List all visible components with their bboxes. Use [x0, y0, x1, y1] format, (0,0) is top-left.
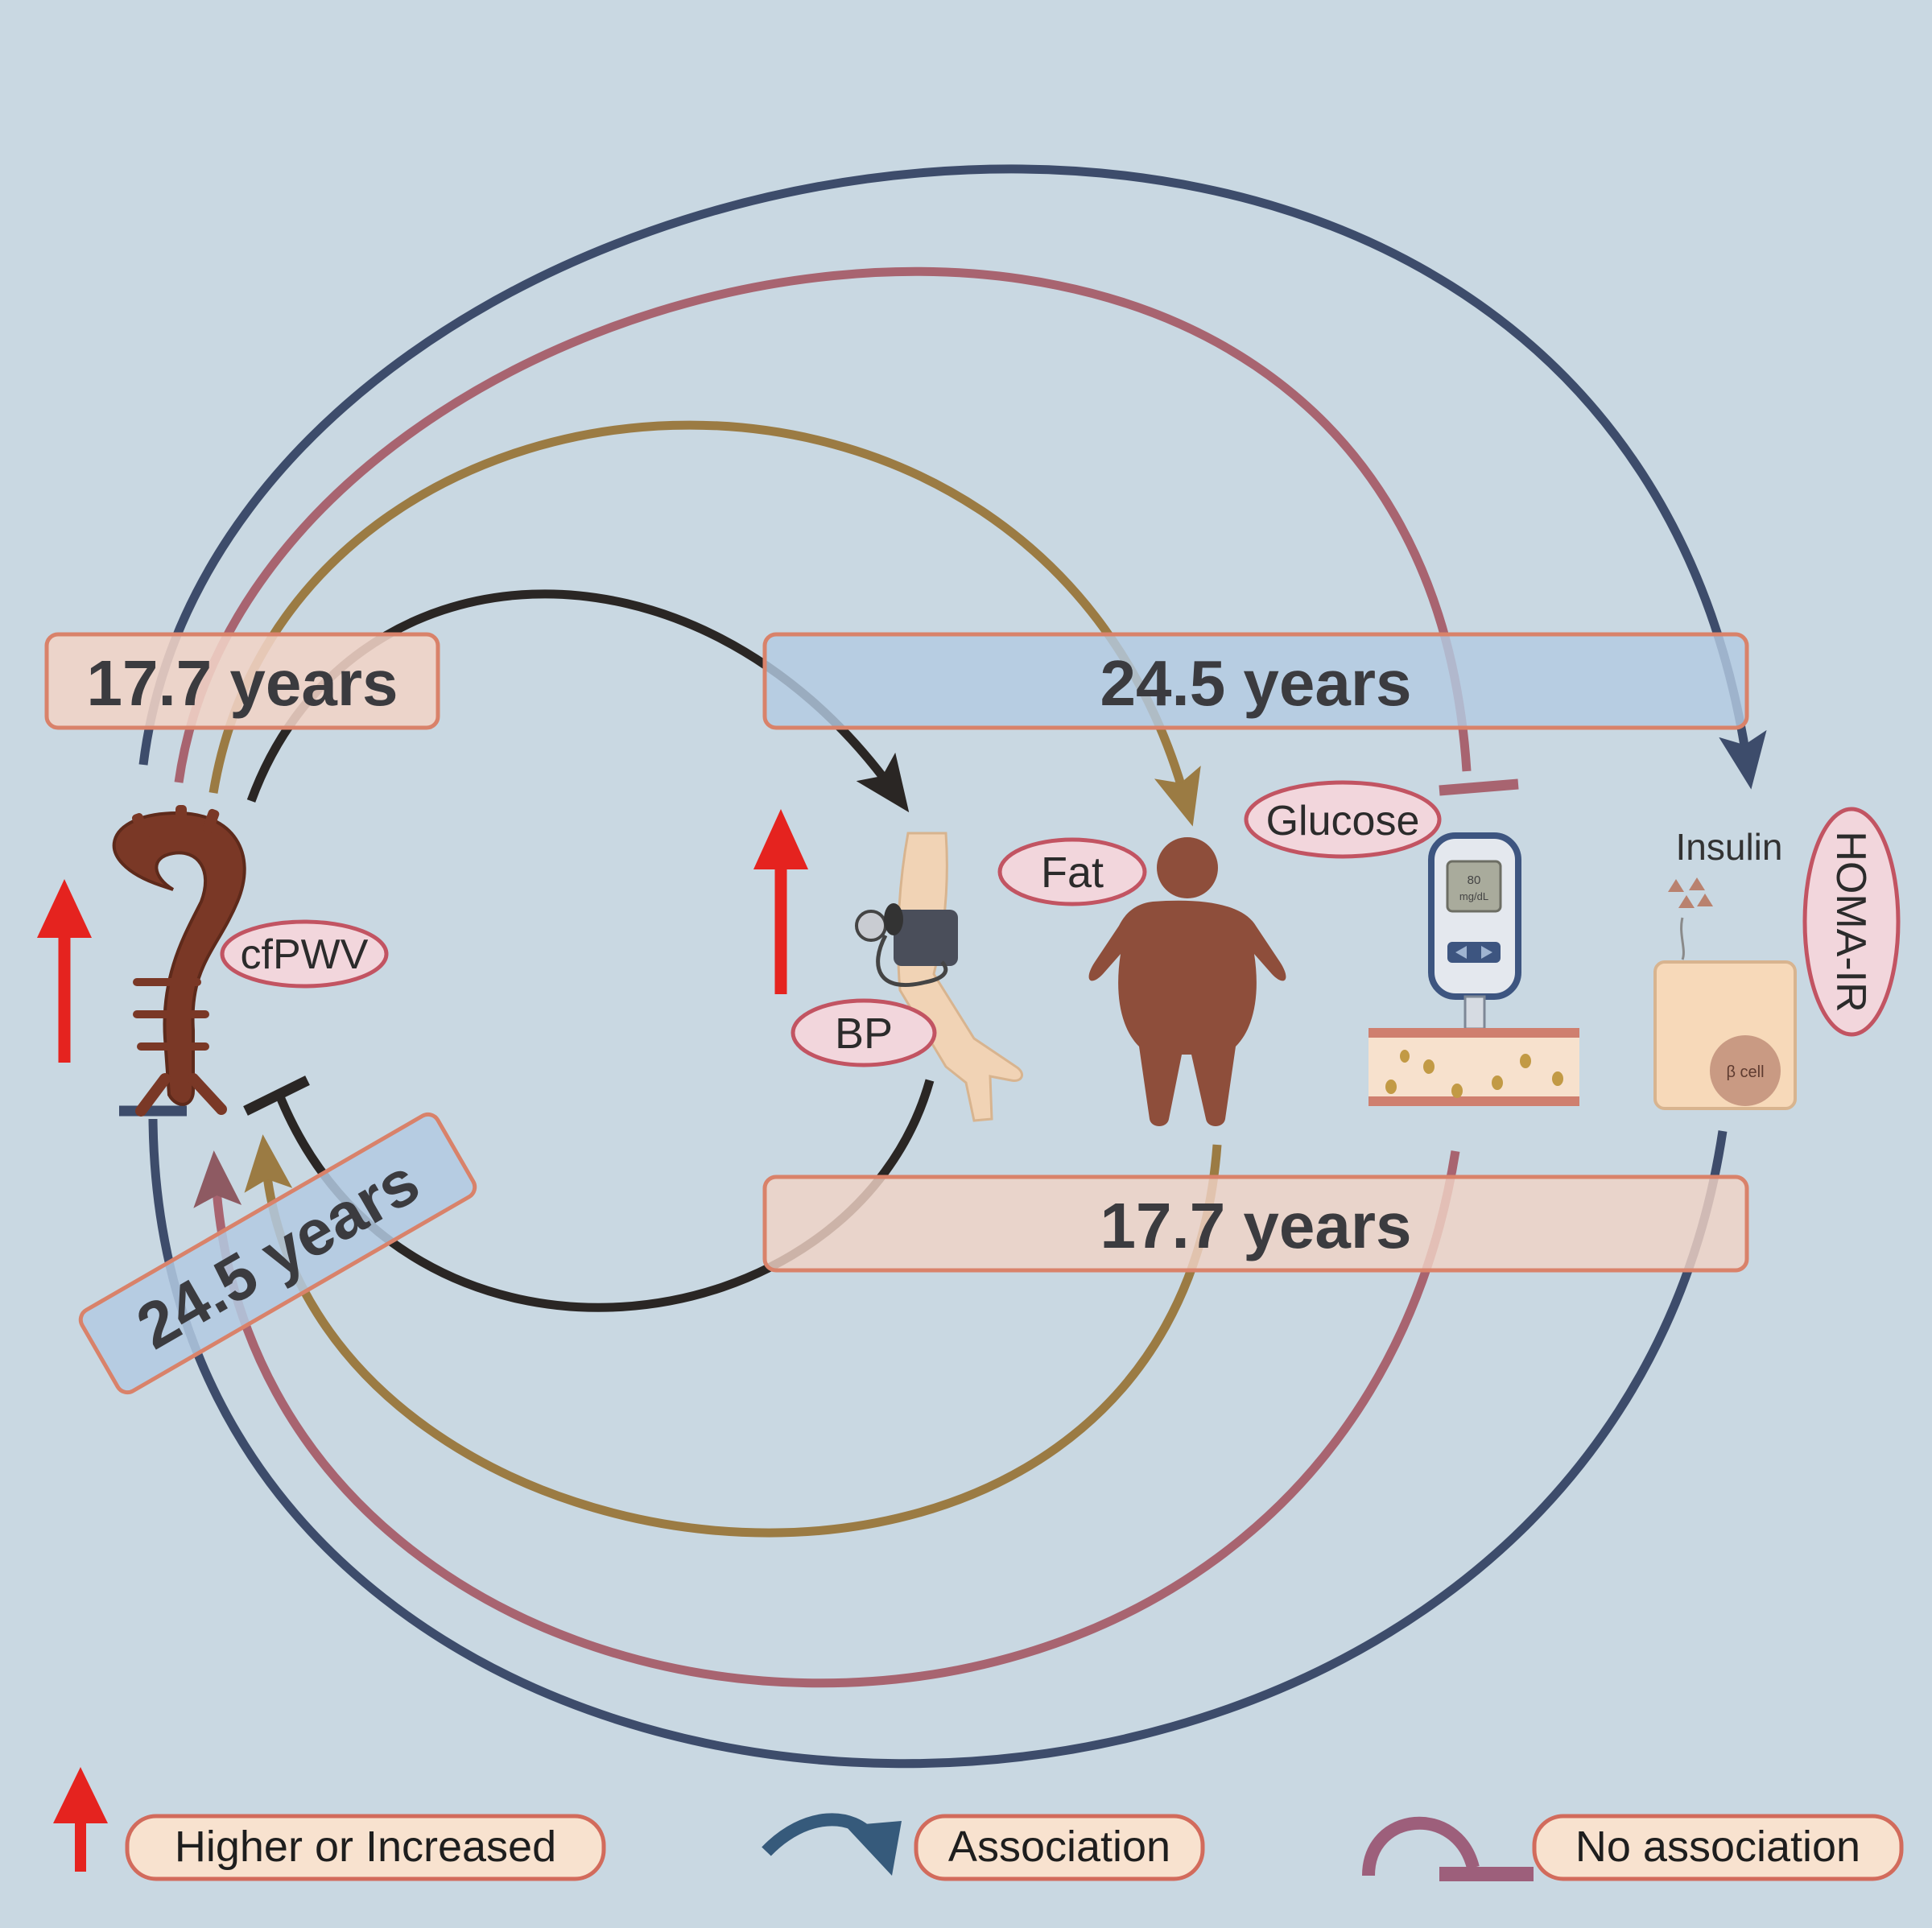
node-bp-label: BP [835, 1009, 893, 1058]
period-label-top-left: 17.7 years [86, 647, 398, 719]
increase-arrow-aorta [37, 879, 92, 1063]
insulin-granules-icon [1668, 877, 1713, 960]
legend-association-label: Association [948, 1823, 1170, 1871]
node-homa-ir: HOMA-IR [1802, 807, 1901, 1037]
arc-homa-to-aorta [148, 1118, 1728, 1769]
legend-no-association-label: No association [1575, 1823, 1860, 1871]
aorta-icon [112, 805, 246, 1117]
blood-vessel-icon [1368, 1028, 1579, 1106]
bar-glucose-no-association [1439, 778, 1519, 796]
arc-fat-to-aorta [244, 1134, 1222, 1538]
arc-aorta-to-homa [138, 164, 1767, 790]
node-glucose: Glucose [1244, 780, 1442, 859]
node-cfpwv-label: cfPWV [241, 931, 369, 978]
legend-item-association: Association [914, 1814, 1205, 1881]
legend-item-no-association: No association [1532, 1814, 1904, 1881]
legend-increase-label: Higher or Increased [175, 1823, 556, 1871]
arc-aorta-to-glucose [174, 266, 1472, 783]
beta-cell-label: β cell [1726, 1063, 1764, 1081]
legend: Higher or Increased Association No assoc… [53, 1767, 1904, 1881]
bar-aorta-black [243, 1075, 310, 1116]
node-bp: BP [791, 998, 937, 1067]
beta-cell-icon: β cell [1653, 960, 1797, 1110]
arc-glucose-to-aorta [193, 1150, 1460, 1688]
node-homa-label: HOMA-IR [1827, 831, 1874, 1012]
period-box-top-right: 24.5 years [762, 632, 1749, 730]
node-glucose-label: Glucose [1266, 798, 1420, 844]
period-box-bottom-right: 17.7 years [762, 1175, 1749, 1273]
period-box-top-left: 17.7 years [44, 632, 440, 730]
insulin-caption: Insulin [1676, 826, 1783, 868]
meter-reading-value: 80 [1468, 873, 1481, 887]
period-label-top-right: 24.5 years [1100, 647, 1411, 719]
node-fat-label: Fat [1041, 848, 1104, 897]
node-cfpwv: cfPWV [220, 919, 389, 989]
arm-cuff-icon [855, 832, 1023, 1122]
meter-reading-unit: mg/dL [1459, 890, 1488, 902]
period-label-bottom-right: 17.7 years [1100, 1190, 1411, 1261]
legend-item-increase: Higher or Increased [125, 1814, 606, 1881]
legend-increase-icon [53, 1767, 108, 1872]
arc-aorta-to-fat [208, 420, 1201, 827]
node-fat: Fat [997, 837, 1147, 906]
legend-no-association-icon [1362, 1816, 1534, 1881]
legend-association-icon [762, 1813, 902, 1876]
increase-arrow-bp [753, 809, 808, 994]
fat-body-icon [1088, 837, 1286, 1126]
